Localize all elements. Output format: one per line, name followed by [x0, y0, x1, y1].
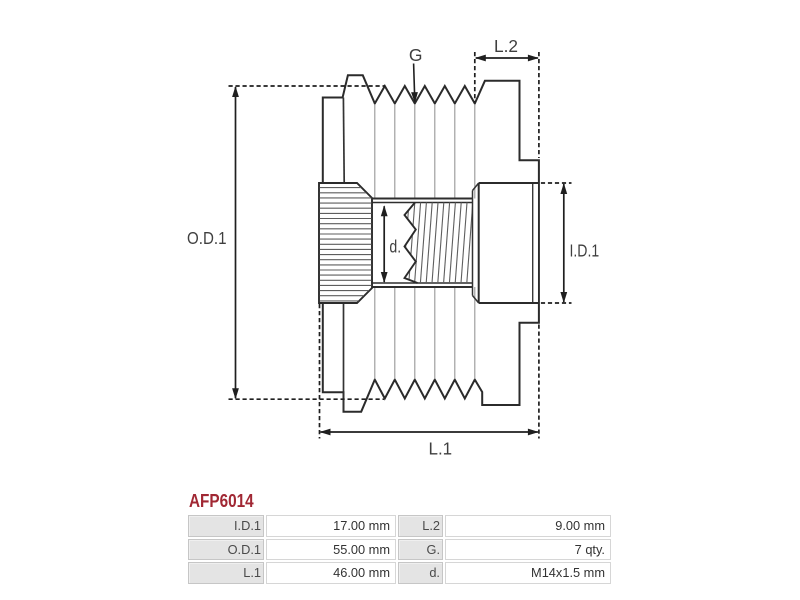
pulley-outline — [321, 74, 540, 413]
spec-value: M14x1.5 mm — [445, 562, 611, 584]
spec-value: 9.00 mm — [445, 515, 611, 537]
spec-label: L.1 — [188, 562, 264, 584]
spec-value: 55.00 mm — [266, 538, 396, 560]
thread-break-zigzag — [403, 201, 418, 284]
spec-label: L.2 — [398, 515, 443, 537]
label-id1: I.D.1 — [570, 241, 600, 261]
spec-value: 46.00 mm — [266, 562, 396, 584]
dim-l1 — [318, 304, 540, 439]
spec-label: I.D.1 — [188, 515, 264, 537]
label-od1: O.D.1 — [187, 228, 227, 248]
spec-row: I.D.1 17.00 mm L.2 9.00 mm — [188, 515, 611, 537]
part-code: AFP6014 — [189, 491, 254, 511]
dim-d — [380, 205, 388, 283]
spec-row: L.1 46.00 mm d. M14x1.5 mm — [188, 562, 611, 584]
spec-table: I.D.1 17.00 mm L.2 9.00 mm O.D.1 55.00 m… — [186, 513, 613, 586]
groove-root-lines — [374, 104, 476, 380]
flange-inner-edges — [342, 97, 346, 411]
dim-l2 — [473, 52, 540, 158]
spec-value: 17.00 mm — [266, 515, 396, 537]
dim-id1 — [540, 182, 572, 304]
thread-hatch — [404, 202, 473, 283]
spec-label: O.D.1 — [188, 538, 264, 560]
dim-od1 — [228, 85, 385, 401]
label-g: G — [409, 45, 423, 65]
label-l1: L.1 — [429, 439, 453, 459]
bore-end-edges — [471, 182, 480, 304]
spec-row: O.D.1 55.00 mm G. 7 qty. — [188, 538, 611, 560]
spec-label: G. — [398, 538, 443, 560]
right-boss — [477, 182, 539, 304]
spec-label: d. — [398, 562, 443, 584]
label-l2: L.2 — [494, 36, 518, 56]
dim-labels: G L.2 O.D.1 I.D.1 d. L.1 — [187, 36, 599, 459]
spec-value: 7 qty. — [445, 538, 611, 560]
g-pointer — [411, 63, 418, 104]
hub-block — [318, 182, 373, 304]
label-d: d. — [389, 236, 401, 256]
